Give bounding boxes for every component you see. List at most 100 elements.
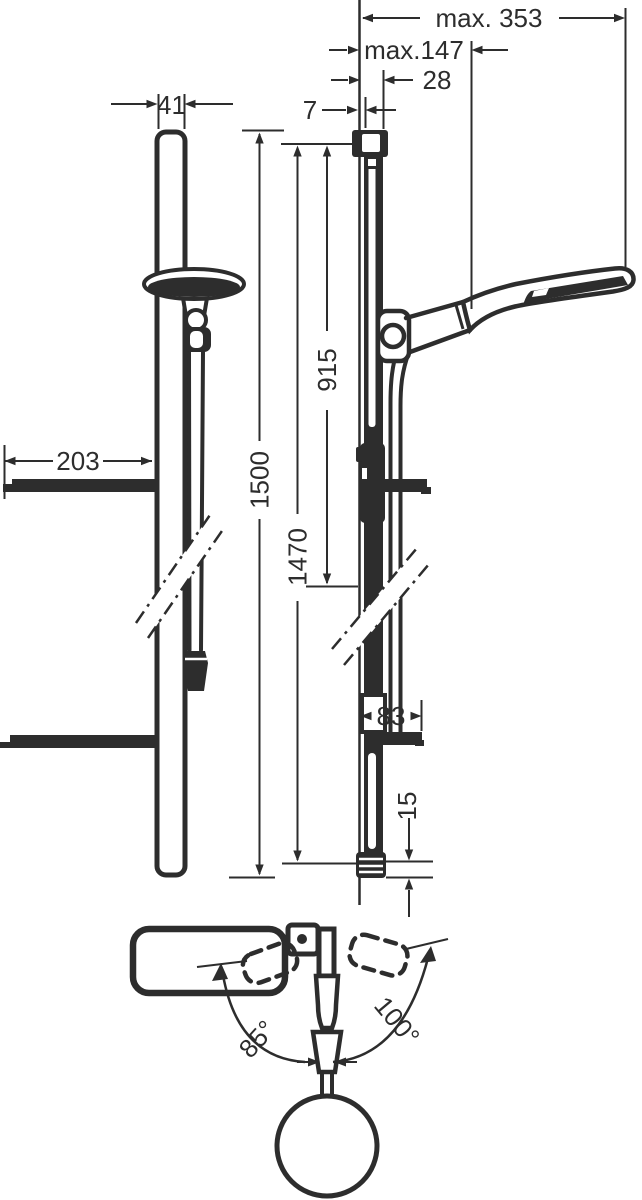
arrowhead <box>410 711 422 721</box>
top-bracket-inner <box>362 134 380 152</box>
dim-grab-bar-length: 203 <box>3 445 152 499</box>
shelf-front <box>0 735 157 748</box>
arrowhead <box>347 105 358 115</box>
arrowhead <box>322 573 332 585</box>
arrowhead <box>146 99 158 109</box>
swivel-right-arc <box>332 957 430 1064</box>
swivel-left-arrowhead <box>212 963 228 981</box>
hose-nut-front <box>183 651 208 691</box>
extension-line <box>157 94 186 129</box>
dim-wall-clearance: 7 <box>303 95 396 128</box>
dim-upper-section-height-label: 915 <box>312 348 342 391</box>
handle-top-edge <box>403 299 466 321</box>
hose-front-right-line <box>199 350 205 652</box>
dim-bar-front-offset-label: 28 <box>423 65 452 95</box>
dimensions: 41 203 1500 1470 915 <box>3 3 627 917</box>
handle-neck-lines <box>320 1070 334 1097</box>
arrowhead <box>614 13 625 23</box>
handle-joint-line <box>454 304 465 330</box>
break-line <box>343 563 430 666</box>
arrowhead <box>255 132 264 144</box>
dim-bar-front-offset: 28 <box>331 65 451 129</box>
handshower-head-top-view <box>274 1093 380 1199</box>
break-line <box>146 527 226 639</box>
dim-upper-section-height: 915 <box>281 143 358 588</box>
top-view: 85° 100° <box>129 922 449 1199</box>
bar-foot-ridges <box>359 857 383 874</box>
grab-bar-front <box>3 479 157 492</box>
dim-max-holder-reach-label: max.147 <box>364 35 464 65</box>
arrowhead <box>322 145 332 157</box>
top-bracket-nub-inner <box>368 159 376 166</box>
dim-total-height: 1500 <box>229 129 284 879</box>
tick-line <box>229 129 284 879</box>
spray-face-notch <box>532 288 549 297</box>
swivel-position-left <box>240 940 300 986</box>
holder-knob <box>379 322 407 350</box>
arrowhead <box>404 849 414 861</box>
dim-total-height-label: 1500 <box>245 451 275 509</box>
dim-grab-bar-length-label: 203 <box>56 446 99 476</box>
break-line <box>134 511 214 624</box>
arrowhead <box>4 456 16 466</box>
dim-max-holder-reach: max.147 <box>329 35 508 309</box>
arrowhead <box>360 711 372 721</box>
hose-front-left-line <box>187 350 192 652</box>
dim-bar-width-label: 41 <box>157 90 186 120</box>
vertex-arrow-left <box>308 1057 320 1067</box>
tick-line <box>281 143 358 588</box>
arrowhead <box>383 75 395 85</box>
swivel-left-leader <box>196 960 248 968</box>
shelf-end-tab <box>415 740 424 746</box>
spray-face-side <box>523 276 628 305</box>
wall-bar-front <box>154 129 188 878</box>
swivel-position-right <box>347 932 410 978</box>
shelf-side <box>366 732 422 745</box>
tick-line <box>386 860 433 879</box>
arrowhead <box>184 99 196 109</box>
break-band-front <box>136 512 224 638</box>
grab-bar-side <box>384 479 427 492</box>
handle-top-view <box>313 973 341 1031</box>
arrowhead <box>293 145 302 157</box>
dim-lower-section-height-label: 1470 <box>283 528 313 586</box>
arrowhead <box>404 878 414 890</box>
swivel-right-leader <box>405 938 449 950</box>
dim-base-height-label: 15 <box>392 792 422 821</box>
side-view <box>331 0 636 905</box>
bar-section-top <box>316 926 337 979</box>
arrowhead <box>141 456 152 466</box>
swivel-right-arrowhead <box>420 946 436 963</box>
dim-bar-width: 41 <box>111 90 233 129</box>
slider-clamp-nub <box>356 447 362 462</box>
dim-swivel-right-label: 100° <box>368 991 426 1051</box>
grab-bar-end-tab <box>421 487 431 494</box>
bar-channel <box>368 162 376 427</box>
swivel-left-arc <box>221 974 306 1064</box>
hose-side-inner-line <box>388 345 400 734</box>
arrowhead <box>349 75 360 85</box>
arrowhead <box>293 850 302 862</box>
slider-sleeve <box>360 443 385 523</box>
dim-wall-clearance-label: 7 <box>303 95 317 125</box>
holder-clamp-slot <box>190 331 203 348</box>
bar-lower-slot <box>368 753 376 849</box>
arrowhead <box>365 105 377 115</box>
front-view <box>0 129 246 878</box>
handshower-face-front <box>148 277 240 297</box>
arrowhead <box>348 45 359 55</box>
arrowhead <box>255 864 264 876</box>
dim-max-reach-label: max. 353 <box>436 3 543 33</box>
holder-pivot-dot <box>297 934 307 944</box>
handle-bottom-edge <box>407 327 473 355</box>
handshower-head-side <box>460 265 636 335</box>
dim-base-height: 15 <box>386 792 433 917</box>
break-line <box>331 547 418 650</box>
break-band-side <box>332 548 429 665</box>
slider-notch <box>362 468 367 479</box>
arrowhead <box>362 13 373 23</box>
handle-cone-top-view <box>310 1029 344 1075</box>
vertex-arrow-right <box>334 1057 346 1067</box>
